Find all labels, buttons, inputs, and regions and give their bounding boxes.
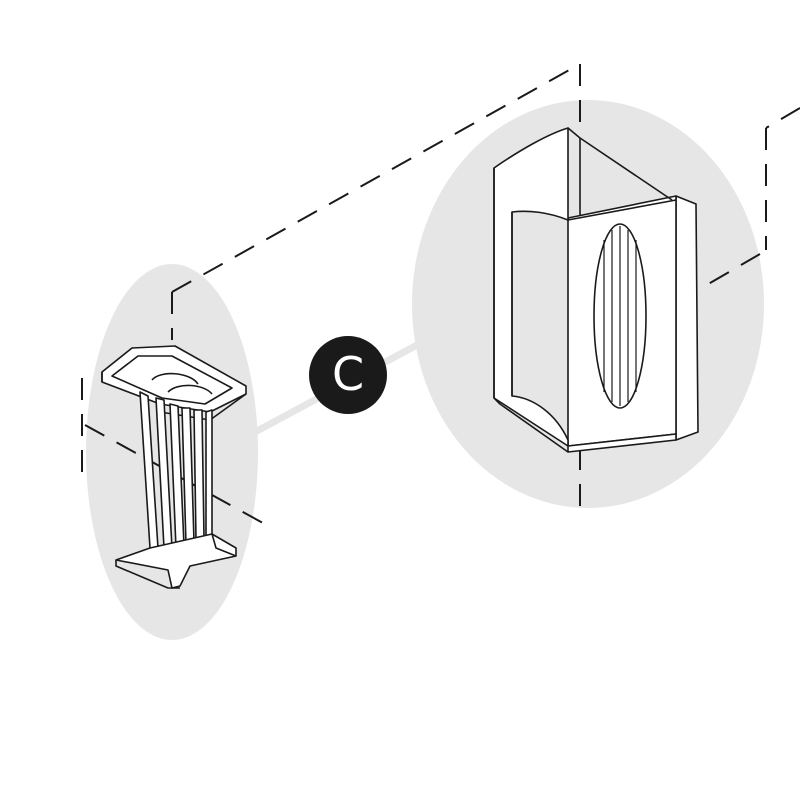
projection-lines (81, 63, 800, 529)
rack-part (101, 345, 247, 589)
callout-badge (309, 336, 387, 414)
housing-part (493, 127, 699, 453)
callout-label: C (331, 347, 365, 401)
